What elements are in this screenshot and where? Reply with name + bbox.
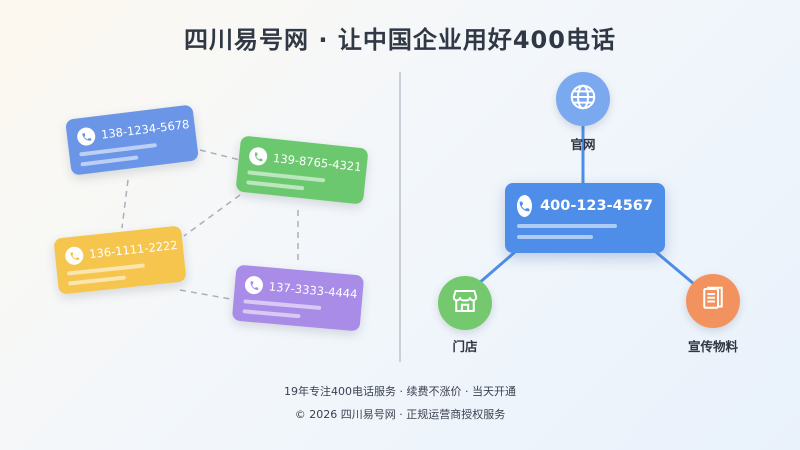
text-placeholder-bar (517, 224, 617, 228)
phone-card: 137-3333-4444 (231, 264, 365, 332)
phone-card: 136-1111-2222 (53, 225, 187, 295)
text-placeholder-bar (80, 155, 139, 167)
footer-tagline: 19年专注400电话服务 · 续费不涨价 · 当天开通 (284, 385, 516, 398)
printed-material-node (686, 274, 740, 328)
text-placeholder-bar (242, 309, 301, 319)
phone-icon (248, 146, 269, 167)
text-placeholder-bar (67, 275, 127, 286)
store-node (438, 276, 492, 330)
phone-card: 139-8765-4321 (235, 135, 369, 205)
phone-card: 138-1234-5678 (65, 104, 199, 176)
main-phone-number: 400-123-4567 (540, 198, 653, 214)
section-divider (399, 72, 401, 362)
connector-line (179, 289, 237, 301)
phone-icon (244, 275, 264, 295)
phone-number: 138-1234-5678 (100, 116, 191, 142)
node-label-website: 官网 (570, 137, 596, 152)
phone-number: 139-8765-4321 (272, 150, 363, 175)
footer-copyright: © 2026 四川易号网 · 正规运营商授权服务 (294, 408, 506, 421)
node-label-store: 门店 (452, 339, 478, 354)
printed-material-icon (698, 284, 728, 318)
website-node (556, 72, 610, 126)
text-placeholder-bar (246, 180, 305, 191)
connector-line (199, 149, 241, 161)
main-400-number-card: 400-123-4567 (505, 183, 665, 253)
connector-line (183, 194, 241, 237)
node-label-printed-material: 宣传物料 (687, 339, 738, 354)
phone-number: 136-1111-2222 (88, 237, 179, 262)
globe-icon (568, 82, 598, 116)
text-placeholder-bar (243, 299, 322, 311)
phone-icon (64, 245, 85, 266)
page-title: 四川易号网 · 让中国企业用好400电话 (184, 26, 616, 54)
text-placeholder-bar (66, 263, 145, 276)
connector-line (477, 250, 516, 286)
phone-icon (517, 195, 533, 217)
store-icon (450, 286, 480, 320)
connector-line (121, 179, 129, 229)
phone-icon (76, 126, 97, 147)
connector-line (655, 250, 695, 286)
text-placeholder-bar (517, 235, 593, 239)
phone-number: 137-3333-4444 (268, 279, 358, 302)
